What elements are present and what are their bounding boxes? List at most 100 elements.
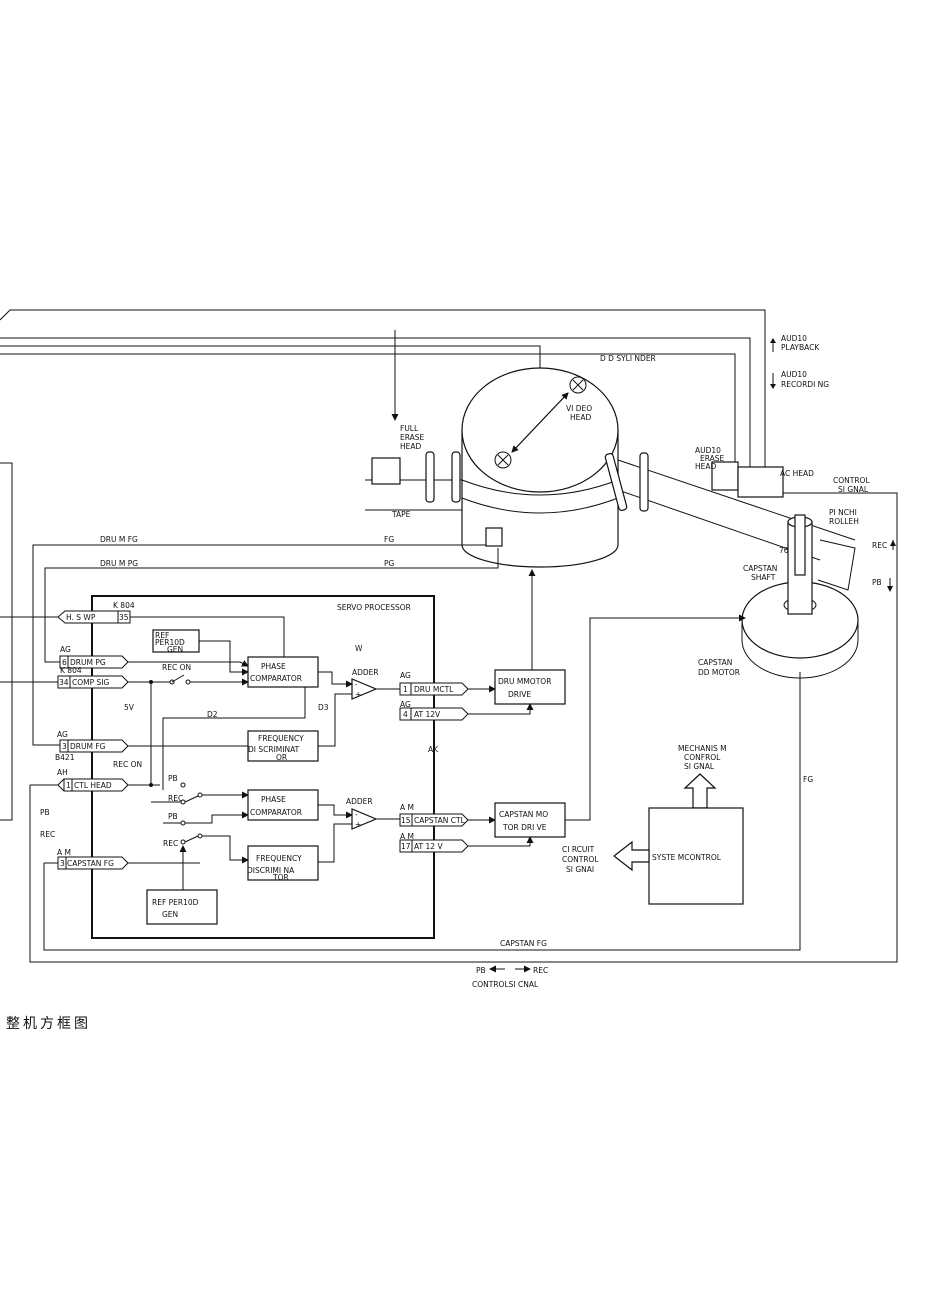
at-12v-label-2: AT 12 V [414,842,443,851]
pin-15: 15 [401,816,411,825]
dd-cylinder: D D SYLI NDER VI DEO HEAD [461,354,656,568]
capstan-shaft-label-1: CAPSTAN [743,564,777,573]
circuit-control-label-3: SI GNAI [566,865,594,874]
pb-sw1-label: PB [168,774,178,783]
diagram-caption: 整机方框图 [6,1016,91,1032]
rec-left-label: REC [40,830,55,839]
audio-erase-label-3: HEAD [695,462,717,471]
rec-sw2-label: REC [163,839,178,848]
pg-top-label: PG [384,559,395,568]
ref-period-top-label-3: GEN [167,645,183,654]
ag-label-2: AG [400,671,411,680]
am-label-3: A M [57,848,71,857]
system-control-area: MECHANIS M CONFROL SI GNAL SYSTE MCONTRO… [562,744,813,905]
hs-wp-label: H. S WP [66,613,96,622]
tape-path: TAPE FULL ERASE HEAD AUD10 ERASE HEAD AC… [29,424,898,963]
freq-disc-1-label-a: FREQUENCY [258,734,304,743]
mech-control-label-3: SI GNAL [684,762,715,771]
control-signal-bottom-label: CONTROLSI CNAL [472,980,539,989]
pin-1: 1 [403,685,408,694]
pin-3b: 3 [60,859,65,868]
phase-comparator-1-label-b: COMPARATOR [250,674,302,683]
pin-35: 35 [119,613,129,622]
capstan-dd-motor-label-2: DD MOTOR [698,668,740,677]
ref-period-bottom-label-2: GEN [162,910,178,919]
am-label-2: A M [400,832,414,841]
number-76: 76 [779,546,789,555]
rec-on-label-1: REC ON [162,663,191,672]
servo-pins-left: K 804 H. S WP 35 AG 6 DRUM PG K 804 34 C… [0,601,801,951]
drum-mctl-label: DRU MCTL [414,685,454,694]
capstan-motor-drive-label-1: CAPSTAN MO [499,810,548,819]
full-erase-label-2: ERASE [400,433,425,442]
audio-io-labels: AUD10 PLAYBACK AUD10 RECORDI NG [770,334,829,389]
drum-servo-loop: REF PER10D GEN REC ON PHASE COMPARATOR W… [113,569,566,790]
adder-1-label: ADDER [352,668,379,677]
circuit-control-label-2: CONTROL [562,855,599,864]
adder-2-minus: - [355,810,358,819]
adder-2-plus: + [355,820,361,829]
bottom-labels: CAPSTAN FG PB REC CONTROLSI CNAL [472,939,548,989]
pin-17: 17 [401,842,411,851]
freq-disc-2-label-b: DISCRIMI NA [247,866,295,875]
freq-disc-2-label-c: TOR [272,873,289,882]
5v-label: 5V [124,703,135,712]
video-head-label-1: VI DEO [566,404,592,413]
phase-comparator-2-label-b: COMPARATOR [250,808,302,817]
fg-top-label: FG [384,535,394,544]
audio-playback-label-1: AUD10 [781,334,807,343]
capstan-fg-bottom-label: CAPSTAN FG [500,939,547,948]
ag-label-1: AG [60,645,71,654]
mech-control-label-1: MECHANIS M [678,744,727,753]
rec-sw1-label: REC [168,794,183,803]
d2-label: D2 [207,710,218,719]
ref-period-bottom-label-1: REF PER10D [152,898,199,907]
audio-erase-label-2: ERASE [700,454,725,463]
akn-label: AK [428,745,439,754]
rec-right-label: REC [872,541,887,550]
audio-erase-label-1: AUD10 [695,446,721,455]
freq-disc-2-label-a: FREQUENCY [256,854,302,863]
w-mark: W [355,644,363,653]
control-signal-label-2: SI GNAL [838,485,869,494]
pin-3a: 3 [62,742,67,751]
freq-disc-1-label-b: DI SCRIMINAT [248,745,300,754]
capstan-assembly: PI NCHI ROLLEH CAPSTAN SHAFT 76 CAPSTAN … [698,508,896,679]
drum-feedback-lines: DRU M FG DRU M PG FG PG [32,535,499,746]
capstan-dd-motor-label-1: CAPSTAN [698,658,732,667]
b421-label: B421 [55,753,75,762]
drum-fg-label: DRU M FG [100,535,138,544]
k804-top-label: K 804 [113,601,135,610]
ref-period-top-label-2: PER10D [155,638,185,647]
mech-control-label-2: CONFROL [684,753,721,762]
adder-1-minus: - [355,680,358,689]
pinch-roller-label-1: PI NCHI [829,508,857,517]
drum-fg-pin-label: DRUM FG [70,742,106,751]
ref-period-top-label-1: REF [155,631,169,640]
pb-right-label: PB [872,578,882,587]
phase-comparator-1-label-a: PHASE [261,662,286,671]
video-head-label-2: HEAD [570,413,592,422]
audio-recording-label-2: RECORDI NG [781,380,829,389]
pin-34: 34 [59,678,69,687]
drum-pg-pin-label: DRUM PG [70,658,106,667]
tape-label: TAPE [391,510,411,519]
fg-right-label: FG [803,775,813,784]
capstan-fg-pin-label: CAPSTAN FG [67,859,114,868]
ag-label-3: AG [400,700,411,709]
ah-label: AH [57,768,68,777]
capstan-shaft-label-2: SHAFT [751,573,776,582]
phase-comparator-2-label-a: PHASE [261,795,286,804]
full-erase-label-3: HEAD [400,442,422,451]
pinch-roller-label-2: ROLLEH [829,517,859,526]
pb-sw2-label: PB [168,812,178,821]
circuit-control-label-1: CI RCUIT [562,845,595,854]
rec-on-label-2: REC ON [113,760,142,769]
adder-2-label: ADDER [346,797,373,806]
am-label-1: A M [400,803,414,812]
at-12v-label-1: AT 12V [414,710,441,719]
pb-left-label: PB [40,808,50,817]
pin-1b: 1 [66,781,71,790]
pb-bottom-label: PB [476,966,486,975]
